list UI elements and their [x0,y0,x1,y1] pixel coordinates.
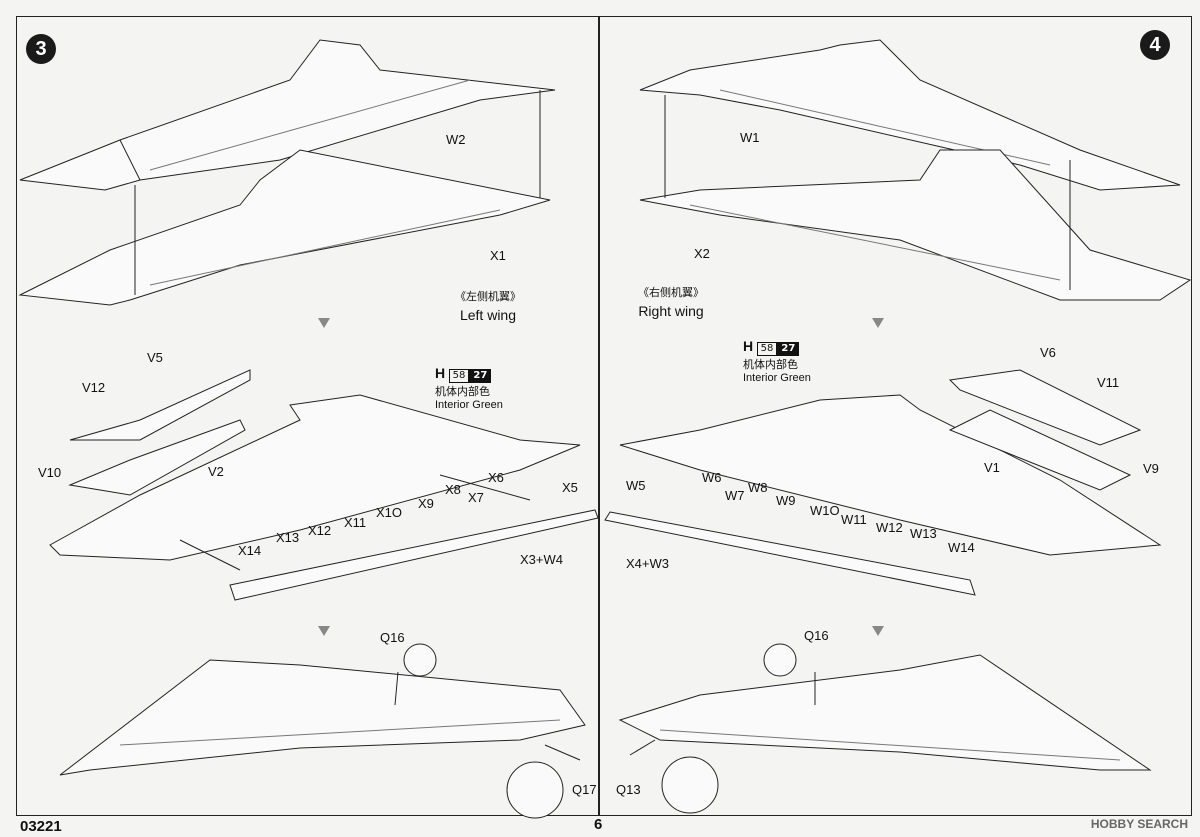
paint-letter: H [435,365,446,381]
paint-ref-27: 27 [469,369,492,383]
part-label-v2: V2 [208,464,224,479]
part-label-w1: W1 [740,130,760,145]
part-label-v1: V1 [984,460,1000,475]
part-label-w14: W14 [948,540,975,555]
right-upper-wing-drawing [639,39,1181,191]
paint-ref-58: 58 [448,369,470,383]
part-label-w8: W8 [748,480,768,495]
part-label-x4-w3: X4+W3 [626,556,669,571]
part-label-x1: X1 [490,248,506,263]
part-label-w12: W12 [876,520,903,535]
part-label-v10: V10 [38,465,62,480]
part-label-x13: X13 [276,530,300,545]
part-label-x2: X2 [694,246,710,261]
right-middle-wing-drawing [604,369,1162,596]
part-label-x12: X12 [308,523,332,538]
right-bottom-wing-drawing [618,643,1152,814]
part-label-v11: V11 [1097,375,1120,390]
paint-cn: 机体内部色 [743,358,798,371]
part-label-x10: X1O [376,505,403,520]
part-label-x6: X6 [488,470,504,485]
paint-en: Interior Green [743,372,811,384]
left-middle-wing-drawing [49,369,599,601]
paint-en: Interior Green [435,399,503,411]
part-label-w10: W1O [810,503,840,518]
right-wing-title-cn: 《右侧机翼》 [638,286,704,299]
product-code: 03221 [20,818,62,835]
part-label-w7: W7 [725,488,745,503]
part-label-w5: W5 [626,478,646,493]
part-label-w11: W11 [841,512,867,527]
left-lower-wing-drawing [18,149,551,306]
part-label-v6: V6 [1040,345,1056,360]
part-label-x7: X7 [468,490,484,505]
part-label-x3-w4: X3+W4 [520,552,563,567]
step-4-badge: 4 [1140,30,1170,60]
part-label-w13: W13 [910,526,937,541]
left-wing-title-en: Left wing [459,307,517,323]
page-frame [16,16,1192,816]
part-label-v9: V9 [1143,461,1159,476]
part-label-q13: Q13 [616,782,641,797]
right-wing-title-en: Right wing [638,303,704,319]
step-3-badge: 3 [26,34,56,64]
right-lower-wing-drawing [639,149,1192,301]
part-label-x8: X8 [445,482,461,497]
part-label-w9: W9 [776,493,796,508]
part-label-v5: V5 [147,350,163,365]
part-label-w2: W2 [446,132,466,147]
part-label-w6: W6 [702,470,722,485]
page-number: 6 [594,816,603,833]
part-label-x9: X9 [418,496,434,511]
part-label-x14: X14 [238,543,262,558]
right-wing-title: 《右侧机翼》 Right wing [638,284,704,319]
left-wing-title: 《左侧机翼》 Left wing [455,288,521,323]
part-label-q17: Q17 [572,782,597,797]
paint-ref-58: 58 [756,342,778,356]
left-upper-wing-drawing [19,39,556,191]
center-divider [598,16,600,816]
paint-ref-27: 27 [777,342,800,356]
part-label-x11: X11 [344,515,367,530]
part-label-x5: X5 [562,480,578,495]
watermark: HOBBY SEARCH [1090,817,1188,831]
paint-letter: H [743,338,754,354]
left-bottom-wing-drawing [59,643,586,819]
part-label-v12: V12 [82,380,106,395]
paint-cn: 机体内部色 [435,385,490,398]
part-label-q16-right: Q16 [804,628,829,643]
left-wing-title-cn: 《左侧机翼》 [455,290,521,303]
part-label-q16-left: Q16 [380,630,405,645]
